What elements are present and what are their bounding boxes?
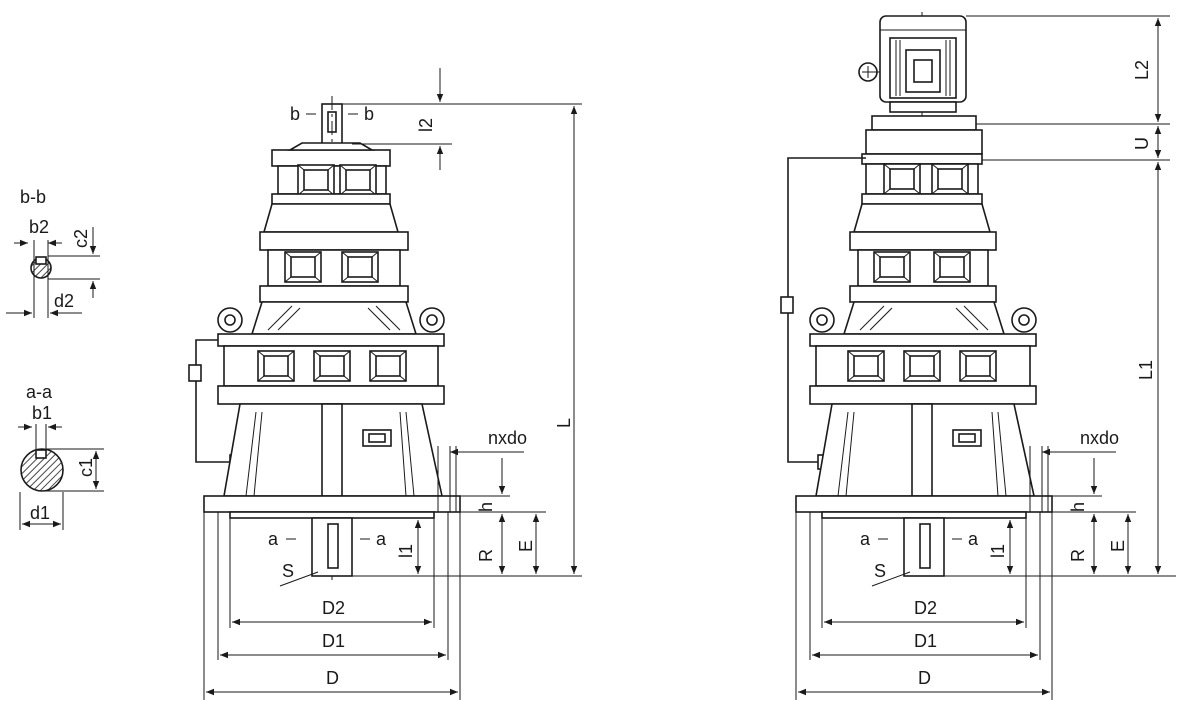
right-L1-label: L1 <box>1136 360 1156 380</box>
section-aa-c1-label: c1 <box>76 458 96 477</box>
right-R-label: R <box>1068 549 1088 562</box>
right-U-label: U <box>1132 137 1152 150</box>
left-R-label: R <box>476 549 496 562</box>
right-nxdo-label: nxdo <box>1080 428 1119 448</box>
left-L-label: L <box>554 418 574 428</box>
left-D2-label: D2 <box>322 598 345 618</box>
right-D2-label: D2 <box>914 598 937 618</box>
left-h-label: h <box>476 502 496 512</box>
left-S-label: S <box>282 561 294 581</box>
left-b-label-1: b <box>290 104 300 124</box>
right-a-label-2: a <box>968 529 979 549</box>
reducer-drawing-right: S a a L2 U L1 nxdo h l1 <box>780 12 1176 700</box>
section-aa: a-a b1 c1 d1 <box>18 382 104 530</box>
right-l1-label: l1 <box>988 544 1008 558</box>
left-D-label: D <box>326 668 339 688</box>
section-aa-title: a-a <box>26 382 53 402</box>
right-a-label-1: a <box>860 529 871 549</box>
right-D-label: D <box>918 668 931 688</box>
left-l1-label: l1 <box>396 544 416 558</box>
right-h-label: h <box>1068 502 1088 512</box>
section-bb-d2-label: d2 <box>54 291 74 311</box>
section-bb-b2-label: b2 <box>29 217 49 237</box>
left-a-label-1: a <box>268 529 279 549</box>
right-L2-label: L2 <box>1132 60 1152 80</box>
left-b-label-2: b <box>364 104 374 124</box>
left-E-label: E <box>516 540 536 552</box>
section-bb-c2-label: c2 <box>71 229 91 248</box>
section-aa-b1-label: b1 <box>32 403 52 423</box>
left-nxdo-label: nxdo <box>488 428 527 448</box>
left-a-label-2: a <box>376 529 387 549</box>
left-D1-label: D1 <box>322 631 345 651</box>
right-D1-label: D1 <box>914 631 937 651</box>
section-aa-d1-label: d1 <box>30 503 50 523</box>
left-l2-label: l2 <box>416 118 436 132</box>
right-S-label: S <box>874 561 886 581</box>
right-E-label: E <box>1108 540 1128 552</box>
section-bb: b-b b2 c2 d2 <box>6 187 100 318</box>
section-bb-title: b-b <box>20 187 46 207</box>
reducer-drawing-left: b b <box>188 68 582 700</box>
